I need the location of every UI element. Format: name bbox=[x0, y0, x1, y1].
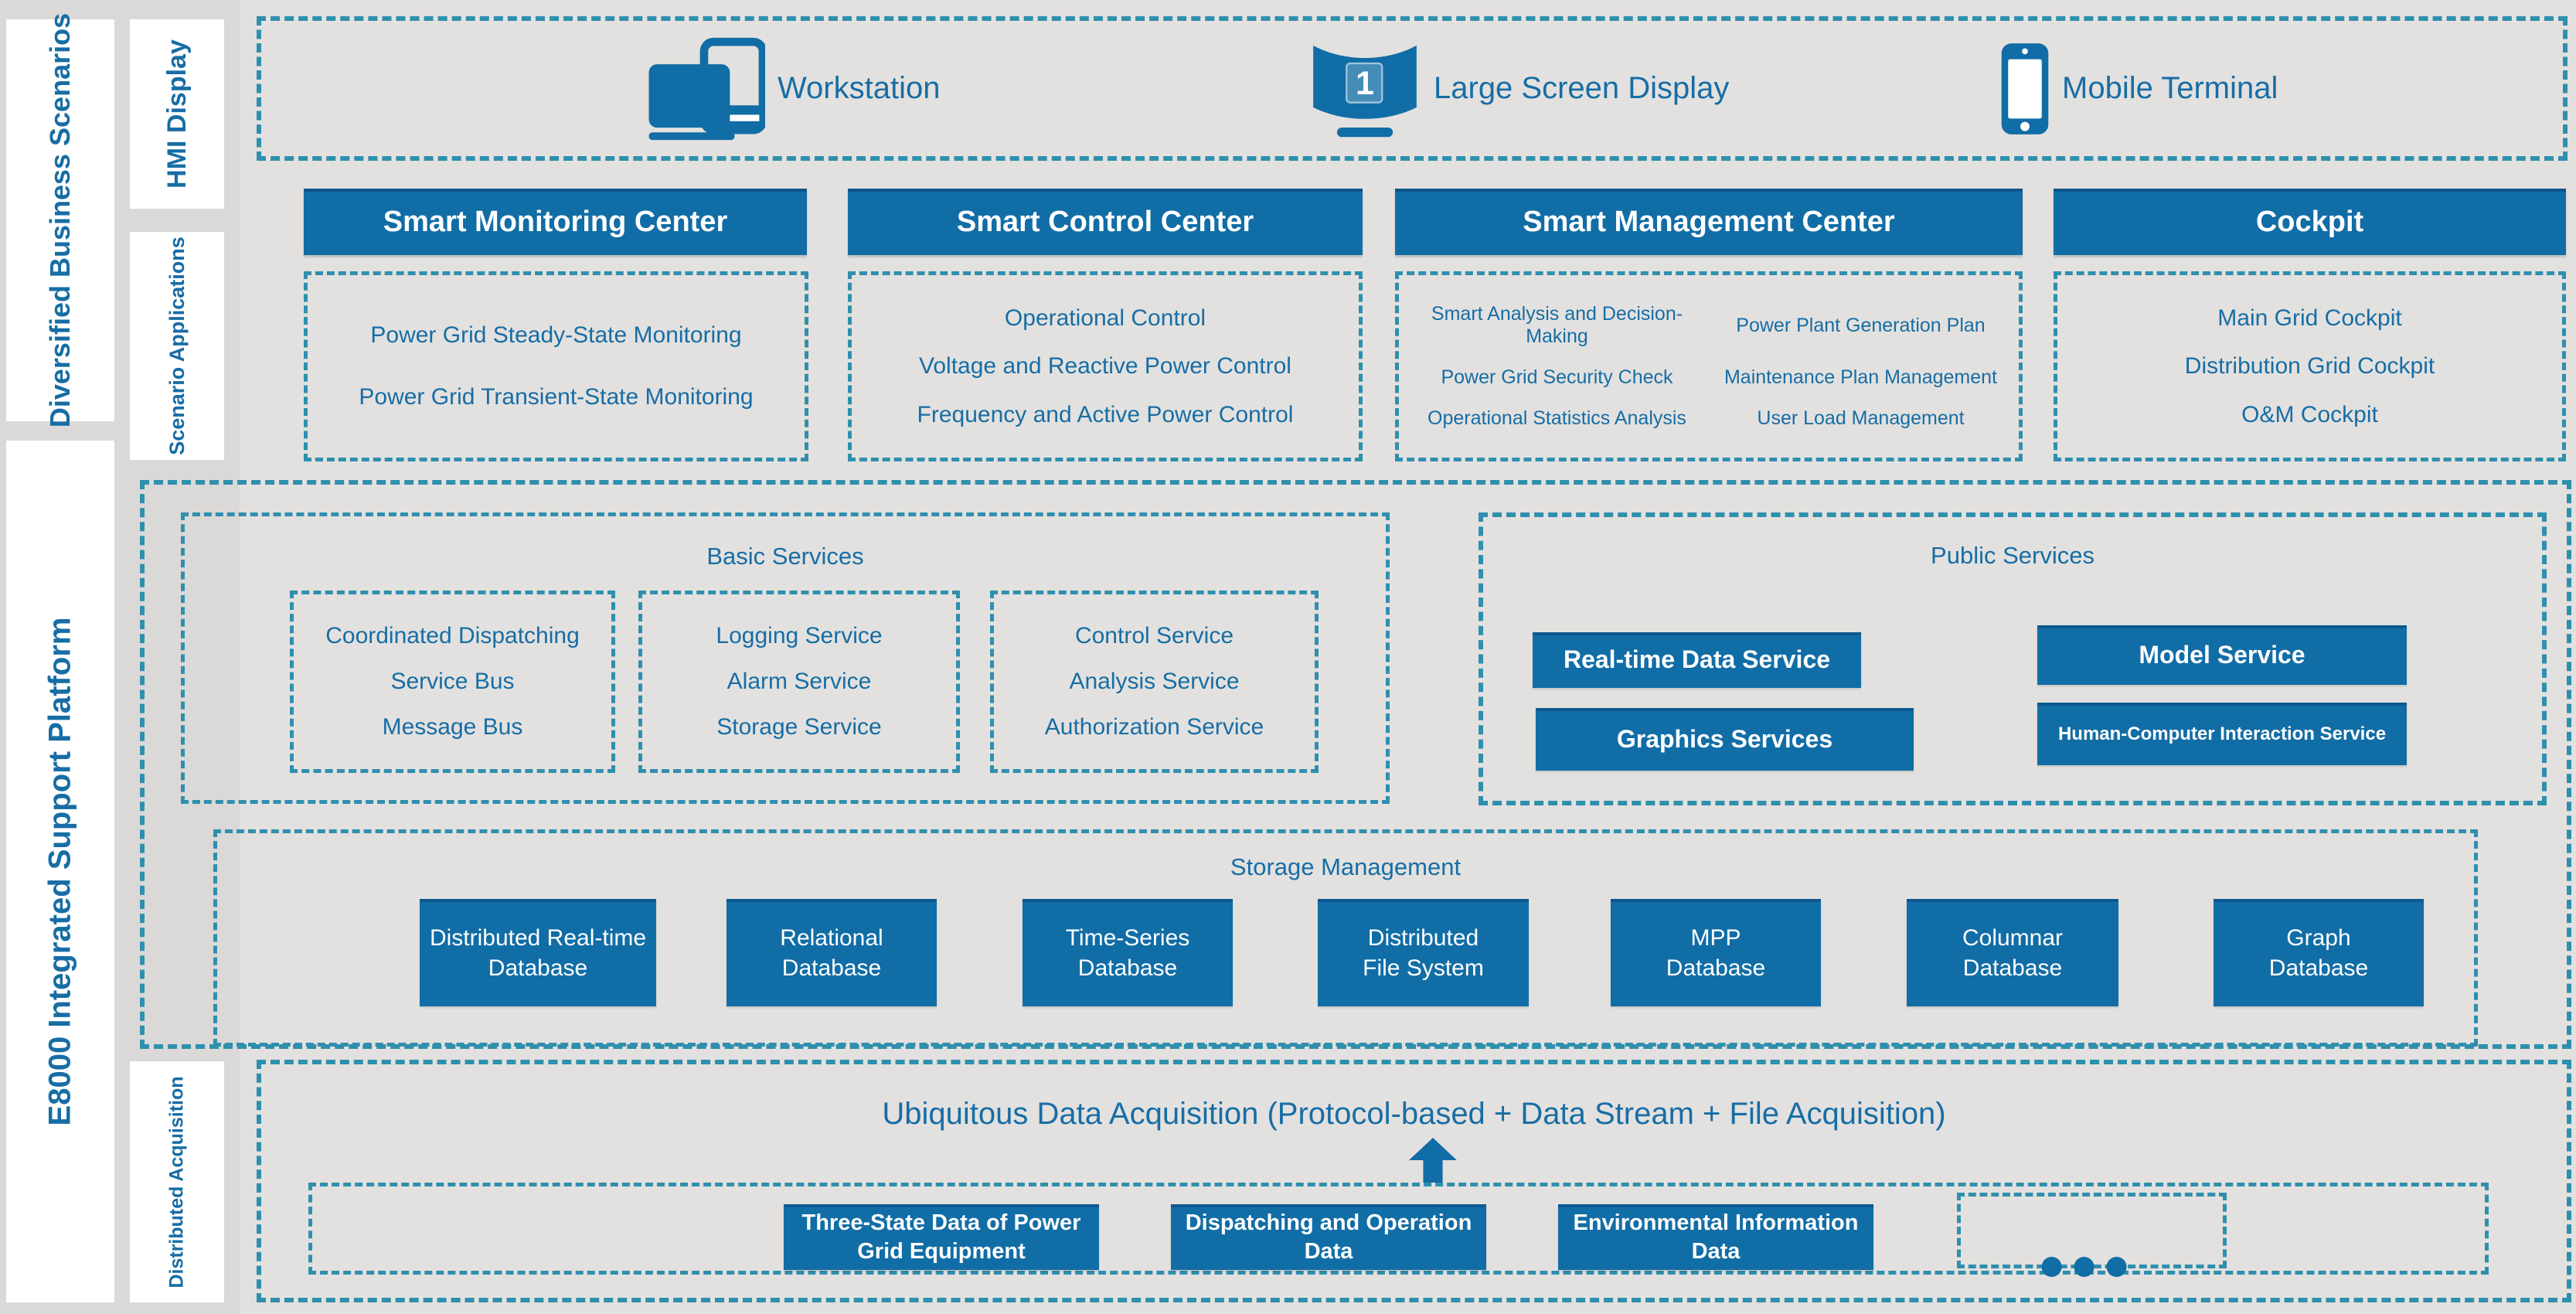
scenario-item: Power Grid Transient-State Monitoring bbox=[359, 383, 754, 410]
screen-number: 1 bbox=[1356, 64, 1374, 101]
rail-scenario-applications-label: Scenario Applications bbox=[165, 237, 189, 455]
database-button: Relational Database bbox=[727, 899, 937, 1006]
mobile-terminal-label: Mobile Terminal bbox=[2062, 71, 2278, 105]
public-service-button: Model Service bbox=[2037, 625, 2407, 685]
center-title-control: Smart Control Center bbox=[848, 189, 1363, 255]
ellipsis-dots-icon bbox=[2041, 1257, 2127, 1277]
basic-services-box: Basic Services Coordinated Dispatching S… bbox=[181, 512, 1390, 804]
up-arrow-icon bbox=[1409, 1138, 1457, 1183]
public-service-button: Graphics Services bbox=[1536, 708, 1914, 771]
service-group-logging: Logging Service Alarm Service Storage Se… bbox=[638, 591, 960, 773]
public-service-button: Real-time Data Service bbox=[1533, 632, 1861, 688]
database-button: Distributed File System bbox=[1318, 899, 1529, 1006]
rail-platform-label: E8000 Integrated Support Platform bbox=[43, 617, 77, 1126]
storage-management-title: Storage Management bbox=[1230, 853, 1462, 880]
rail-business-scenarios: Diversified Business Scenarios bbox=[6, 13, 114, 427]
acquisition-box: Ubiquitous Data Acquisition (Protocol-ba… bbox=[257, 1060, 2571, 1302]
scenario-item: O&M Cockpit bbox=[2241, 401, 2378, 427]
service-item: Message Bus bbox=[382, 714, 523, 740]
scenario-item: Main Grid Cockpit bbox=[2217, 305, 2402, 331]
center-title-monitoring: Smart Monitoring Center bbox=[304, 189, 807, 255]
hmi-item-large-screen: 1 Large Screen Display bbox=[1308, 21, 1729, 156]
database-button: Time-Series Database bbox=[1023, 899, 1233, 1006]
scenario-item: Power Plant Generation Plan bbox=[1736, 314, 1986, 336]
service-item: Analysis Service bbox=[1069, 669, 1240, 694]
service-group-control: Control Service Analysis Service Authori… bbox=[990, 591, 1319, 773]
storage-management-box: Storage Management Distributed Real-time… bbox=[213, 829, 2478, 1047]
center-title-management: Smart Management Center bbox=[1395, 189, 2023, 255]
scenario-item: Operational Control bbox=[1004, 305, 1206, 331]
database-button: Columnar Database bbox=[1907, 899, 2118, 1006]
scenario-item: Operational Statistics Analysis bbox=[1428, 407, 1686, 429]
platform-outer-box bbox=[140, 480, 2571, 1049]
source-button: Three-State Data of Power Grid Equipment bbox=[784, 1204, 1099, 1270]
scenario-item: Power Grid Steady-State Monitoring bbox=[370, 322, 742, 349]
service-group-bus: Coordinated Dispatching Service Bus Mess… bbox=[290, 591, 615, 773]
scenario-box-management: Smart Analysis and Decision-Making Power… bbox=[1395, 271, 2023, 461]
database-button: MPP Database bbox=[1611, 899, 1821, 1006]
mobile-terminal-icon bbox=[2001, 43, 2049, 134]
scenario-box-control: Operational Control Voltage and Reactive… bbox=[848, 271, 1363, 461]
hmi-item-workstation: Workstation bbox=[648, 21, 940, 156]
rail-platform: E8000 Integrated Support Platform bbox=[6, 441, 114, 1302]
source-button: Environmental Information Data bbox=[1558, 1204, 1873, 1270]
service-item: Authorization Service bbox=[1044, 714, 1264, 740]
public-services-box: Public Services Real-time Data Service M… bbox=[1479, 512, 2547, 805]
scenario-item: Voltage and Reactive Power Control bbox=[919, 353, 1291, 379]
database-button: Distributed Real-time Database bbox=[420, 899, 656, 1006]
service-item: Coordinated Dispatching bbox=[325, 623, 580, 648]
scenario-item: Smart Analysis and Decision-Making bbox=[1431, 303, 1683, 347]
scenario-item: Frequency and Active Power Control bbox=[917, 401, 1294, 427]
workstation-label: Workstation bbox=[778, 71, 941, 105]
rail-scenario-applications: Scenario Applications bbox=[130, 232, 224, 460]
scenario-item: Maintenance Plan Management bbox=[1724, 366, 1997, 388]
scenario-box-cockpit: Main Grid Cockpit Distribution Grid Cock… bbox=[2054, 271, 2566, 461]
hmi-display-box: Workstation 1 Large Screen Display Mobil… bbox=[257, 16, 2567, 161]
service-item: Service Bus bbox=[390, 669, 515, 694]
rail-hmi-display: HMI Display bbox=[130, 19, 224, 209]
service-item: Control Service bbox=[1074, 623, 1234, 648]
scenario-item: Distribution Grid Cockpit bbox=[2184, 353, 2435, 379]
public-service-button: Human-Computer Interaction Service bbox=[2037, 703, 2407, 765]
database-button: Graph Database bbox=[2214, 899, 2424, 1006]
acquisition-title: Ubiquitous Data Acquisition (Protocol-ba… bbox=[882, 1097, 1946, 1131]
rail-distributed-acquisition: Distributed Acquisition bbox=[130, 1061, 224, 1302]
large-screen-icon: 1 bbox=[1313, 45, 1417, 137]
rail-business-scenarios-label: Diversified Business Scenarios bbox=[44, 12, 76, 428]
scenario-item: User Load Management bbox=[1757, 407, 1965, 429]
public-services-title: Public Services bbox=[1931, 542, 2094, 569]
rail-distributed-acquisition-label: Distributed Acquisition bbox=[165, 1075, 188, 1288]
acquisition-inner-box: Three-State Data of Power Grid Equipment… bbox=[308, 1183, 2489, 1277]
service-item: Logging Service bbox=[716, 623, 883, 648]
scenario-item: Power Grid Security Check bbox=[1441, 366, 1673, 388]
service-item: Storage Service bbox=[716, 714, 882, 740]
scenario-box-monitoring: Power Grid Steady-State Monitoring Power… bbox=[304, 271, 808, 461]
basic-services-title: Basic Services bbox=[706, 543, 864, 570]
large-screen-label: Large Screen Display bbox=[1434, 71, 1730, 105]
workstation-icon bbox=[648, 37, 765, 140]
service-item: Alarm Service bbox=[727, 669, 872, 694]
center-title-cockpit: Cockpit bbox=[2054, 189, 2566, 255]
rail-hmi-display-label: HMI Display bbox=[162, 39, 192, 189]
source-button: Dispatching and Operation Data bbox=[1171, 1204, 1486, 1270]
ellipsis-box bbox=[1957, 1193, 2227, 1277]
hmi-item-mobile: Mobile Terminal bbox=[2000, 21, 2278, 156]
